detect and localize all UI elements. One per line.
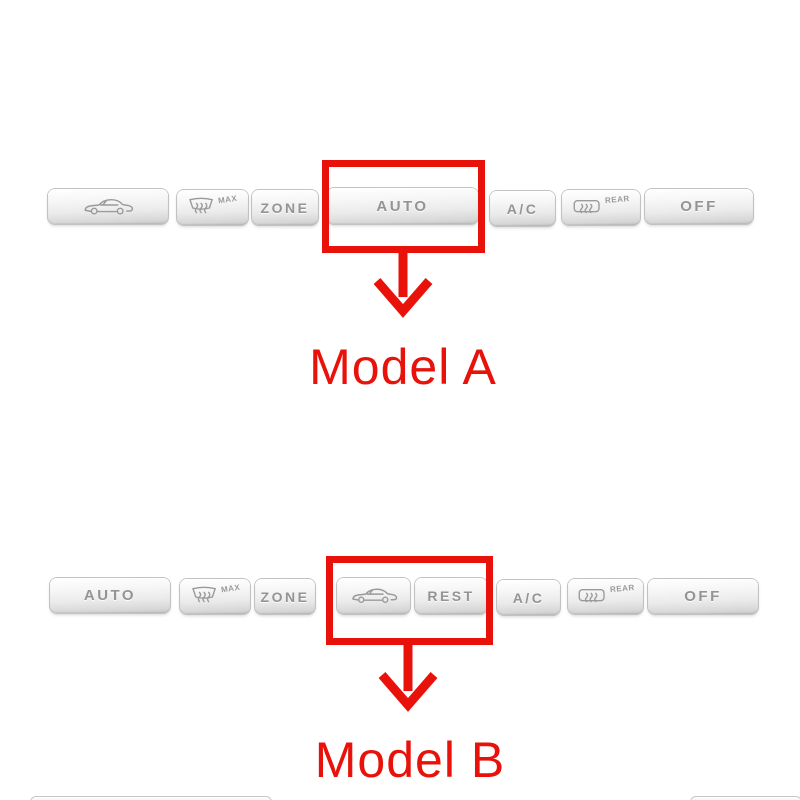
max-superscript: MAX — [220, 582, 241, 595]
windshield-defrost-icon — [191, 586, 216, 602]
model-a-highlight-box — [322, 160, 485, 253]
button-zone-a[interactable]: ZONE — [252, 190, 318, 225]
rear-window-defrost-icon — [578, 588, 605, 602]
button-auto-a[interactable]: AUTO — [327, 188, 478, 224]
windshield-defrost-icon — [189, 197, 214, 213]
off-label: OFF — [684, 588, 722, 605]
button-recirculation-a[interactable] — [48, 189, 168, 224]
button-defrost-max-a[interactable]: MAX — [177, 190, 248, 225]
cropped-button-edge-right — [690, 796, 800, 800]
model-b-highlight-box — [326, 556, 493, 645]
button-ac-b[interactable]: A/C — [497, 580, 560, 615]
button-ac-a[interactable]: A/C — [490, 191, 555, 226]
rest-label: REST — [427, 588, 475, 604]
off-label: OFF — [680, 198, 718, 215]
button-off-b[interactable]: OFF — [648, 579, 758, 614]
button-rear-defrost-b[interactable]: REAR — [568, 579, 643, 614]
car-side-icon — [84, 198, 134, 215]
cropped-button-edge-left — [30, 796, 272, 800]
zone-label: ZONE — [260, 199, 310, 216]
max-superscript: MAX — [217, 193, 239, 206]
model-b-arrow-icon — [378, 642, 438, 712]
ac-label: A/C — [512, 589, 545, 606]
rear-superscript: REAR — [604, 193, 631, 206]
model-a-arrow-icon — [373, 250, 433, 318]
button-zone-b[interactable]: ZONE — [255, 579, 315, 614]
auto-label: AUTO — [376, 197, 429, 215]
model-b-label: Model B — [314, 732, 506, 788]
rear-window-defrost-icon — [573, 199, 600, 213]
button-off-a[interactable]: OFF — [645, 189, 753, 224]
button-rest-b[interactable]: REST — [415, 578, 487, 614]
button-recirculation-b[interactable] — [337, 578, 410, 614]
ac-label: A/C — [506, 200, 539, 217]
button-rear-defrost-a[interactable]: REAR — [562, 190, 640, 225]
auto-label: AUTO — [83, 587, 137, 604]
zone-label: ZONE — [260, 588, 310, 605]
rear-superscript: REAR — [609, 582, 635, 595]
car-side-icon — [351, 588, 397, 604]
button-defrost-max-b[interactable]: MAX — [180, 579, 250, 614]
button-auto-b[interactable]: AUTO — [50, 578, 170, 613]
model-a-label: Model A — [309, 339, 497, 395]
